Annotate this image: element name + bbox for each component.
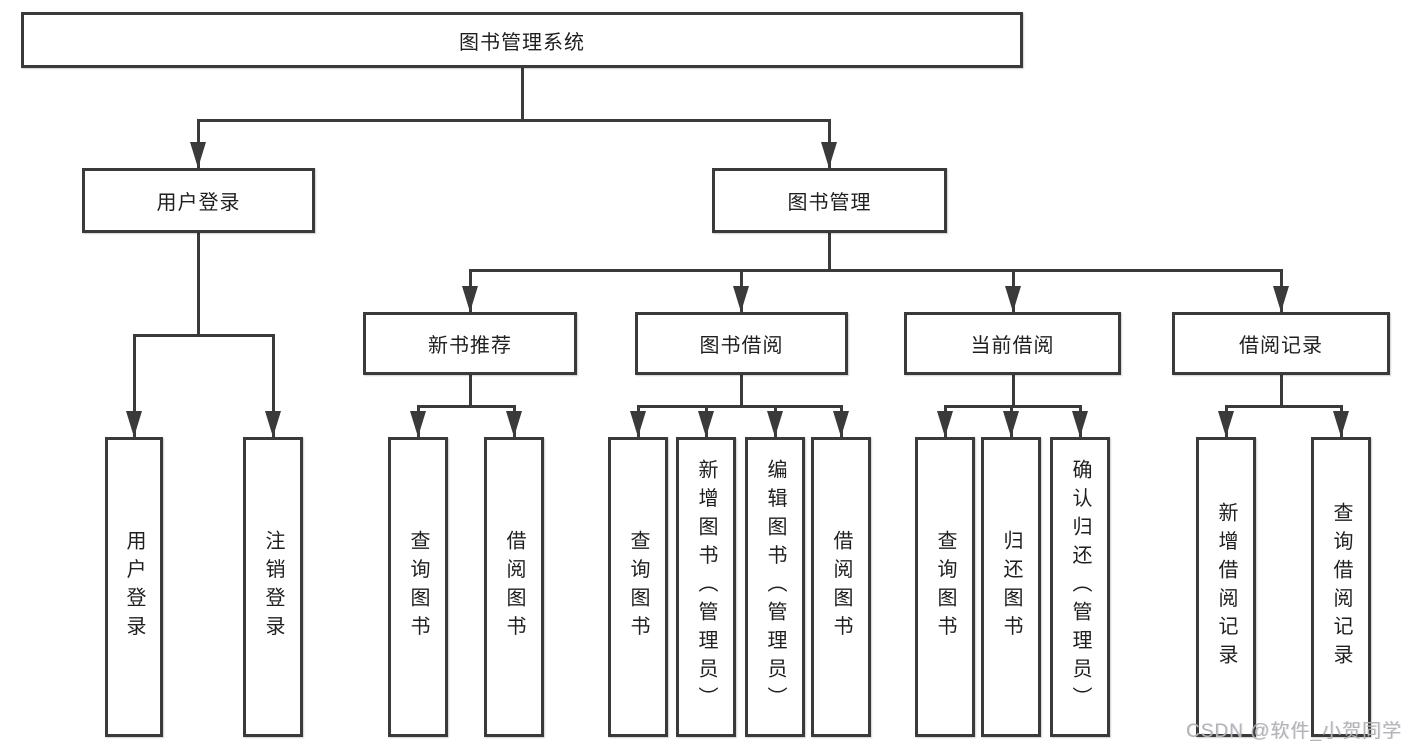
connector-line (133, 334, 275, 337)
node-current-borrowing: 当前借阅 (904, 312, 1121, 375)
connector-line (469, 269, 1283, 272)
node-leaf-add-book-admin: 新增图书（管理员） (676, 437, 736, 737)
connector-line (197, 119, 831, 122)
node-book-management-label: 图书管理 (787, 192, 872, 214)
arrowhead-icon (1333, 411, 1349, 437)
node-leaf-query-borrow-record-label: 查询借阅记录 (1330, 501, 1352, 673)
node-leaf-confirm-return-admin: 确认归还（管理员） (1050, 437, 1110, 737)
node-leaf-query-books-2: 查询图书 (608, 437, 668, 737)
connector-line (1012, 375, 1015, 408)
node-leaf-return-books-label: 归还图书 (1000, 530, 1022, 644)
node-book-management: 图书管理 (712, 168, 947, 233)
arrowhead-icon (1005, 286, 1021, 312)
node-borrowing-records-label: 借阅记录 (1239, 335, 1323, 357)
watermark: CSDN @软件_小贺同学 (1186, 721, 1402, 742)
node-book-borrowing-label: 图书借阅 (699, 335, 784, 357)
node-leaf-query-books-3-label: 查询图书 (934, 530, 956, 644)
connector-line (417, 405, 516, 408)
node-user-login-label: 用户登录 (156, 192, 241, 214)
node-leaf-query-books-1-label: 查询图书 (407, 530, 429, 644)
connector-line (1225, 405, 1343, 408)
node-leaf-borrow-books-1-label: 借阅图书 (503, 530, 525, 644)
arrowhead-icon (937, 411, 953, 437)
arrowhead-icon (733, 286, 749, 312)
arrowhead-icon (506, 411, 522, 437)
node-leaf-borrow-books-1: 借阅图书 (484, 437, 544, 737)
node-leaf-query-borrow-record: 查询借阅记录 (1311, 437, 1371, 737)
node-new-book-recommendation: 新书推荐 (363, 312, 577, 375)
connector-line (637, 405, 843, 408)
arrowhead-icon (190, 142, 206, 168)
node-leaf-user-login: 用户登录 (105, 437, 163, 737)
connector-line (828, 233, 831, 272)
node-leaf-logout: 注销登录 (243, 437, 303, 737)
node-root: 图书管理系统 (21, 12, 1023, 68)
connector-line (272, 334, 275, 437)
connector-line (521, 68, 524, 119)
arrowhead-icon (1218, 411, 1234, 437)
arrowhead-icon (1273, 286, 1289, 312)
arrowhead-icon (410, 411, 426, 437)
node-current-borrowing-label: 当前借阅 (970, 335, 1055, 357)
node-leaf-user-login-label: 用户登录 (123, 530, 145, 644)
node-leaf-borrow-books-2: 借阅图书 (811, 437, 871, 737)
arrowhead-icon (265, 411, 281, 437)
node-new-book-recommendation-label: 新书推荐 (428, 335, 512, 357)
connector-line (197, 233, 200, 337)
connector-line (1280, 375, 1283, 408)
node-leaf-query-books-3: 查询图书 (915, 437, 975, 737)
connector-line (944, 405, 1082, 408)
node-leaf-borrow-books-2-label: 借阅图书 (830, 530, 852, 644)
node-leaf-add-borrow-record: 新增借阅记录 (1196, 437, 1256, 737)
arrowhead-icon (462, 286, 478, 312)
connector-line (133, 334, 136, 437)
node-leaf-return-books: 归还图书 (981, 437, 1041, 737)
node-borrowing-records: 借阅记录 (1172, 312, 1390, 375)
node-leaf-query-books-2-label: 查询图书 (627, 530, 649, 644)
node-leaf-add-book-admin-label: 新增图书（管理员） (695, 459, 717, 715)
arrowhead-icon (126, 411, 142, 437)
node-leaf-logout-label: 注销登录 (262, 530, 284, 644)
arrowhead-icon (1003, 411, 1019, 437)
arrowhead-icon (630, 411, 646, 437)
arrowhead-icon (698, 411, 714, 437)
connector-line (469, 375, 472, 408)
arrowhead-icon (833, 411, 849, 437)
arrowhead-icon (821, 142, 837, 168)
node-leaf-add-borrow-record-label: 新增借阅记录 (1215, 501, 1237, 673)
arrowhead-icon (1072, 411, 1088, 437)
node-book-borrowing: 图书借阅 (635, 312, 848, 375)
node-leaf-query-books-1: 查询图书 (388, 437, 448, 737)
node-leaf-confirm-return-admin-label: 确认归还（管理员） (1069, 459, 1091, 715)
node-leaf-edit-book-admin-label: 编辑图书（管理员） (764, 459, 786, 715)
arrowhead-icon (767, 411, 783, 437)
node-leaf-edit-book-admin: 编辑图书（管理员） (745, 437, 805, 737)
connector-line (740, 375, 743, 408)
node-root-label: 图书管理系统 (459, 31, 585, 54)
node-user-login: 用户登录 (82, 168, 315, 233)
